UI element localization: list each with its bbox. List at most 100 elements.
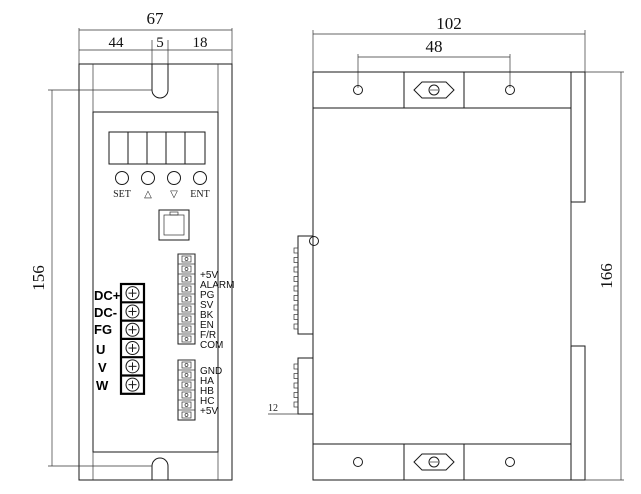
terminal-screw-icon [184, 403, 189, 407]
bottom-screw-icon [428, 456, 440, 468]
bottom-left-mount-hole [353, 457, 363, 467]
hall-pin-label: HB [200, 386, 214, 397]
signal-pin-label: EN [200, 320, 214, 331]
terminal-slot [181, 305, 192, 313]
connector-pin [293, 285, 299, 292]
dim-side-connector-offset: 12 [268, 403, 278, 414]
terminal-screw-icon [184, 307, 189, 311]
terminal-slot [181, 391, 192, 399]
power-screw-icon [125, 359, 140, 374]
signal-pin-label: +5V [200, 270, 218, 281]
connector-pin [293, 314, 299, 320]
dim-front-width: 67 [147, 9, 165, 28]
terminal-slot [181, 325, 192, 333]
hall-terminal-block [177, 359, 196, 421]
down-button[interactable] [167, 171, 181, 185]
connector-pin [293, 295, 299, 301]
terminal-slot [181, 401, 192, 409]
side-signal-connector [293, 235, 319, 335]
connector-pin [293, 304, 299, 311]
power-terminal-labels: DC+ DC- FG U V W [94, 288, 121, 393]
terminal-screw-icon [184, 363, 189, 367]
signal-pin-labels: +5V ALARM PG SV BK EN F/R COM [200, 270, 234, 351]
terminal-screw-icon [184, 297, 189, 301]
connector-pin [293, 266, 299, 273]
connector-pin [293, 323, 299, 330]
power-terminal-label: DC- [94, 305, 117, 320]
terminal-slot [181, 285, 192, 293]
top-right-mount-hole [505, 85, 515, 95]
connector-screw-icon [309, 236, 319, 246]
power-screw-icon [125, 377, 140, 392]
terminal-screw-icon [184, 287, 189, 291]
signal-pin-label: ALARM [200, 280, 234, 291]
up-button[interactable] [141, 171, 155, 185]
front-view: 67 44 5 18 156 [29, 9, 234, 481]
signal-terminal-block [177, 253, 196, 345]
side-view: 102 48 [268, 14, 624, 481]
connector-pin [293, 401, 299, 408]
hall-pin-label: +5V [200, 406, 218, 417]
power-terminal-label: DC+ [94, 288, 121, 303]
connector-pin [293, 373, 299, 379]
top-left-mount-hole [353, 85, 363, 95]
top-screw-icon [428, 84, 440, 96]
terminal-slot [181, 371, 192, 379]
power-terminal-block [119, 282, 146, 395]
power-terminal-label: V [98, 360, 107, 375]
terminal-slot [181, 265, 192, 273]
terminal-slot [181, 411, 192, 419]
bottom-right-mount-hole [505, 457, 515, 467]
connector-pin [293, 257, 299, 263]
dim-front-right: 18 [193, 35, 208, 51]
power-screw-icon [125, 304, 140, 319]
down-button-label: ▽ [170, 189, 178, 200]
terminal-screw-icon [184, 413, 189, 417]
rj45-port [158, 209, 190, 241]
power-terminal-label: U [96, 342, 105, 357]
set-button-label: SET [113, 189, 131, 200]
signal-pin-label: F/R [200, 330, 216, 341]
connector-pin [293, 363, 299, 370]
terminal-screw-icon [184, 327, 189, 331]
hall-pin-label: HC [200, 396, 214, 407]
terminal-slot [181, 361, 192, 369]
terminal-slot [181, 381, 192, 389]
power-screw-icon [125, 322, 140, 337]
power-screw-icon [125, 286, 140, 301]
dim-front-mid: 5 [156, 35, 164, 51]
connector-pin [293, 247, 299, 254]
dim-front-left: 44 [109, 35, 125, 51]
terminal-slot [181, 255, 192, 263]
terminal-slot [181, 335, 192, 343]
dim-side-width: 102 [436, 14, 462, 33]
signal-pin-label: SV [200, 300, 214, 311]
terminal-slot [181, 315, 192, 323]
terminal-slot [181, 295, 192, 303]
side-hall-connector [293, 357, 314, 415]
connector-pin [293, 392, 299, 398]
hall-pin-labels: GND HA HB HC +5V [200, 366, 222, 417]
signal-pin-label: BK [200, 310, 214, 321]
power-terminal-label: W [96, 378, 109, 393]
dim-side-height: 166 [597, 263, 616, 289]
enter-button[interactable] [193, 171, 207, 185]
connector-pin [293, 382, 299, 389]
terminal-screw-icon [184, 337, 189, 341]
terminal-slot [181, 275, 192, 283]
enter-button-label: ENT [190, 189, 209, 200]
set-button[interactable] [115, 171, 129, 185]
terminal-screw-icon [184, 383, 189, 387]
terminal-screw-icon [184, 393, 189, 397]
led-display [108, 131, 206, 165]
terminal-screw-icon [184, 277, 189, 281]
signal-pin-label: COM [200, 340, 223, 351]
hall-pin-label: HA [200, 376, 214, 387]
power-screw-icon [125, 341, 140, 356]
hall-pin-label: GND [200, 366, 222, 377]
terminal-screw-icon [184, 373, 189, 377]
terminal-screw-icon [184, 257, 189, 261]
power-terminal-label: FG [94, 322, 112, 337]
dim-side-hole-spacing: 48 [426, 37, 443, 56]
